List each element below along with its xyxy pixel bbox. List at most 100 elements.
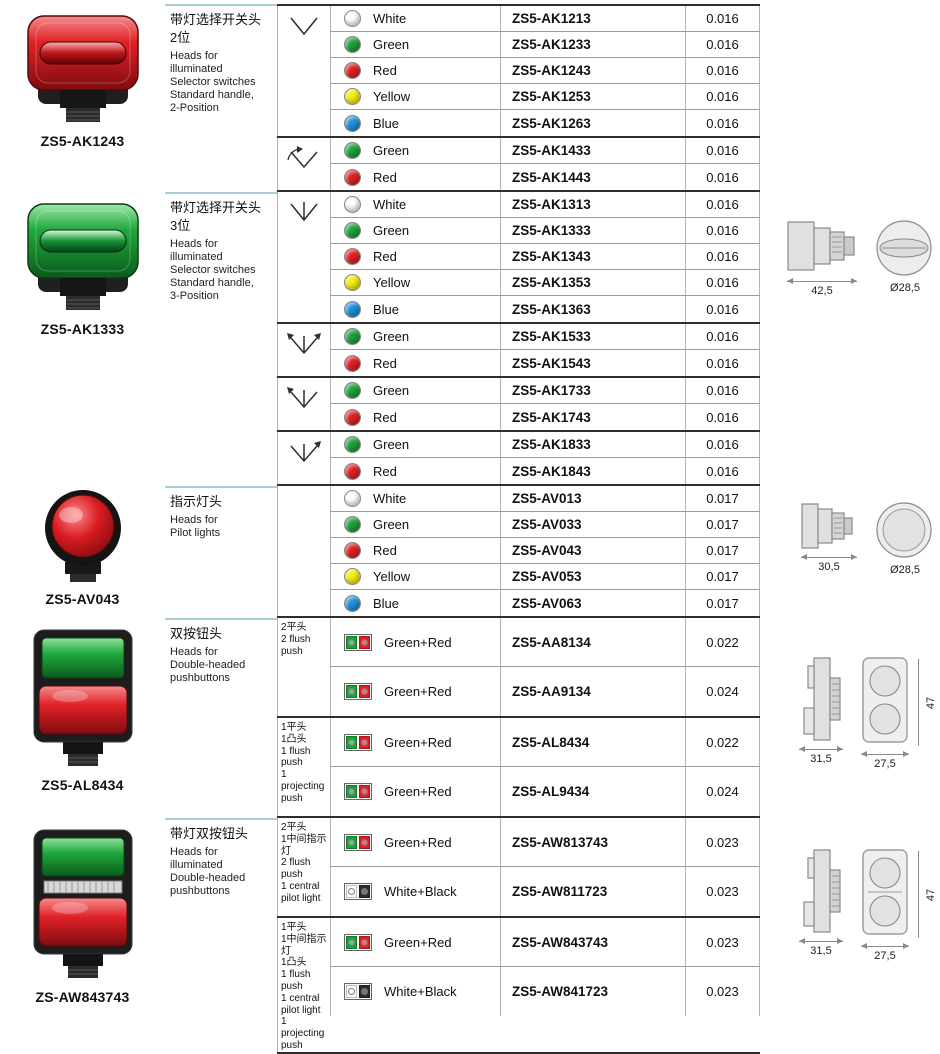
color-name: Red	[373, 249, 397, 264]
section-pilot-lights: ZS5-AV043 指示灯头 Heads for Pilot lights Wh…	[0, 486, 940, 618]
color-dot	[344, 142, 361, 159]
illuminated-double-side-view-drawing	[803, 849, 841, 933]
parts-table: White ZS5-AK1213 0.016 Green ZS5-AK1233 …	[277, 4, 760, 192]
dim-label-diameter: Ø28,5	[890, 564, 920, 576]
color-dot	[344, 248, 361, 265]
weight-value: 0.016	[685, 270, 760, 295]
right-color-swatch	[359, 835, 370, 849]
section-selector-2pos: ZS5-AK1243 带灯选择开关头 2位 Heads for illumina…	[0, 4, 940, 192]
dim-line	[799, 746, 843, 752]
part-number: ZS5-AK1833	[500, 432, 685, 457]
color-dot	[344, 328, 361, 345]
symbol-cell	[277, 378, 330, 430]
part-number: ZS5-AK1253	[500, 84, 685, 109]
variant-text: 1平头 1凸头 1 flush push 1 projecting push	[281, 722, 325, 804]
dual-color-icon	[344, 983, 372, 1000]
part-number: ZS5-AK1543	[500, 350, 685, 376]
section-illuminated-double-pushbuttons: ZS-AW843743 带灯双按钮头 Heads for illuminated…	[0, 818, 940, 1054]
variant-group: Green ZS5-AK1733 0.016 Red ZS5-AK1743 0.…	[277, 378, 760, 432]
variant-cell: 1平头 1中间指示灯 1凸头 1 flush push 1 central pi…	[277, 918, 330, 1052]
symbol-cell	[277, 6, 330, 136]
color-name: Green	[373, 37, 410, 52]
color-dot	[344, 408, 361, 426]
table-row: Green+Red ZS5-AW843743 0.023	[330, 918, 760, 967]
weight-value: 0.023	[685, 818, 760, 866]
parts-table: 2平头 1中间指示灯 2 flush push 1 central pilot …	[277, 818, 760, 1054]
part-number: ZS5-AL8434	[500, 718, 685, 766]
right-color-swatch	[359, 935, 370, 949]
dual-color-icon	[344, 683, 372, 700]
color-cell: Blue	[330, 590, 500, 616]
color-cell: White	[330, 486, 500, 511]
dim-label-width: 27,5	[874, 758, 896, 770]
part-number: ZS5-AW841723	[500, 967, 685, 1016]
model-label: ZS-AW843743	[35, 989, 130, 1005]
color-name: Red	[373, 169, 397, 185]
weight-value: 0.017	[685, 564, 760, 589]
table-row: Red ZS5-AV043 0.017	[330, 538, 760, 564]
table-row: Green ZS5-AV033 0.017	[330, 512, 760, 538]
side-view: 31,5	[798, 656, 844, 765]
part-number: ZS5-AK1433	[500, 138, 685, 163]
right-color-swatch	[359, 785, 370, 798]
variant-text: 2平头 2 flush push	[281, 622, 311, 657]
variant-group: 1平头 1凸头 1 flush push 1 projecting push G…	[277, 718, 760, 818]
section-selector-3pos: ZS5-AK1333 带灯选择开关头 3位 Heads for illumina…	[0, 192, 940, 486]
model-label: ZS5-AK1333	[40, 321, 125, 337]
rows: Green ZS5-AK1433 0.016 Red ZS5-AK1443 0.…	[330, 138, 760, 190]
part-number: ZS5-AK1243	[500, 58, 685, 83]
parts-table: White ZS5-AK1313 0.016 Green ZS5-AK1333 …	[277, 192, 760, 486]
color-dot	[344, 168, 361, 186]
weight-value: 0.023	[685, 918, 760, 966]
table-row: Green+Red ZS5-AL8434 0.022	[330, 718, 760, 767]
weight-value: 0.016	[685, 192, 760, 217]
button-pip	[348, 938, 355, 946]
weight-value: 0.022	[685, 618, 760, 666]
section-desc-en: Heads for Double-headed pushbuttons	[170, 646, 246, 685]
color-cell: White	[330, 192, 500, 217]
button-pip	[348, 738, 355, 746]
color-dot	[344, 568, 361, 585]
section-subtitle: 3位	[170, 218, 191, 234]
rows: White ZS5-AV013 0.017 Green ZS5-AV033 0.…	[330, 486, 760, 616]
dimension-drawing-selector: 42,5 Ø28,5	[786, 218, 936, 297]
rows: Green ZS5-AK1733 0.016 Red ZS5-AK1743 0.…	[330, 378, 760, 430]
table-row: Blue ZS5-AK1263 0.016	[330, 110, 760, 136]
table-row: Red ZS5-AK1543 0.016	[330, 350, 760, 376]
symbol-cell	[277, 432, 330, 484]
left-color-swatch	[346, 685, 357, 698]
product-photo-double-pushbutton	[33, 629, 132, 766]
weight-value: 0.016	[685, 84, 760, 109]
part-number: ZS5-AV033	[500, 512, 685, 537]
color-name: Green+Red	[384, 834, 452, 850]
color-name: White+Black	[384, 884, 457, 899]
right-color-swatch	[359, 685, 370, 698]
color-cell: Red	[330, 350, 500, 376]
selector-front-view-drawing	[876, 220, 932, 276]
table-row: White+Black ZS5-AW811723 0.023	[330, 867, 760, 916]
color-dot	[344, 10, 361, 27]
color-name: Green	[373, 329, 410, 344]
rows: Green ZS5-AK1833 0.016 Red ZS5-AK1843 0.…	[330, 432, 760, 484]
description-column: 指示灯头 Heads for Pilot lights	[165, 486, 277, 618]
table-row: Red ZS5-AK1443 0.016	[330, 164, 760, 190]
product-photo-column: ZS5-AK1333	[0, 192, 165, 486]
color-dot	[344, 36, 361, 53]
button-pip	[361, 988, 368, 995]
weight-value: 0.016	[685, 378, 760, 403]
parts-table: White ZS5-AV013 0.017 Green ZS5-AV033 0.…	[277, 486, 760, 618]
left-color-swatch	[346, 735, 357, 749]
part-number: ZS5-AK1263	[500, 110, 685, 136]
color-cell: Green	[330, 432, 500, 457]
color-cell: Green	[330, 32, 500, 57]
symbol-cell	[277, 192, 330, 322]
rows: White ZS5-AK1313 0.016 Green ZS5-AK1333 …	[330, 192, 760, 322]
section-title-zh: 带灯选择开关头	[170, 200, 262, 215]
table-row: Green ZS5-AK1833 0.016	[330, 432, 760, 458]
variant-group: Green ZS5-AK1433 0.016 Red ZS5-AK1443 0.…	[277, 138, 760, 192]
part-number: ZS5-AL9434	[500, 767, 685, 816]
color-dot	[344, 462, 361, 480]
section-desc-en: Heads for illuminated Double-headed push…	[170, 846, 246, 898]
color-name: Red	[373, 543, 397, 558]
weight-value: 0.016	[685, 58, 760, 83]
